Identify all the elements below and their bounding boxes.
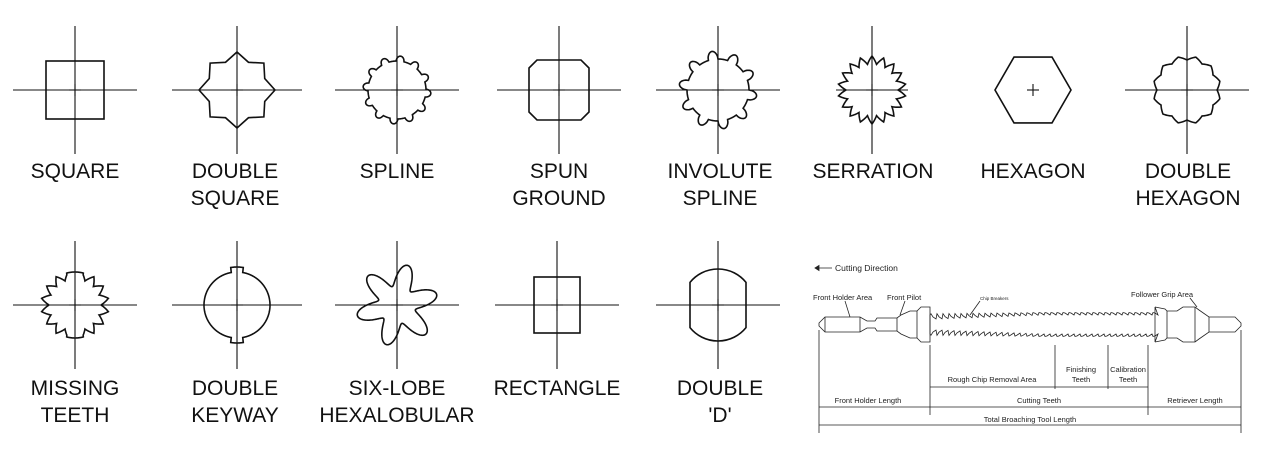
label-involute-spline: INVOLUTE SPLINE <box>667 160 773 210</box>
involute-spline-outline <box>678 50 758 130</box>
label-six-lobe: SIX-LOBE HEXALOBULAR <box>319 377 475 427</box>
label-spline: SPLINE <box>359 160 435 183</box>
label-double-hexagon: DOUBLE HEXAGON <box>1135 160 1241 210</box>
total-length-label: Total Broaching Tool Length <box>984 415 1076 424</box>
double-hexagon-outline <box>1153 56 1221 124</box>
label-spun-ground: SPUN GROUND <box>512 160 606 210</box>
chip-breakers-label: Chip Breakers <box>980 296 1009 301</box>
label-square: SQUARE <box>30 160 120 183</box>
retriever-length-label: Retriever Length <box>1167 396 1222 405</box>
label-missing-teeth: MISSING TEETH <box>30 377 120 427</box>
rectangle-outline <box>533 276 581 334</box>
missing-teeth-outline <box>40 271 110 339</box>
square-outline <box>45 60 105 120</box>
label-double-d: DOUBLE 'D' <box>676 377 764 427</box>
hexagon-outline <box>994 56 1072 124</box>
cutting-direction-label: Cutting Direction <box>835 263 898 273</box>
six-lobe-outline <box>356 264 438 346</box>
front-holder <box>818 306 931 343</box>
calibration-teeth-label-1: Calibration <box>1110 365 1146 374</box>
double-keyway-outline <box>203 266 271 344</box>
cutting-teeth-label: Cutting Teeth <box>1017 396 1061 405</box>
broaching-tool-diagram: Cutting Direction Front Holder Area Fron… <box>813 263 1242 433</box>
finishing-teeth-label-2: Teeth <box>1072 375 1090 384</box>
double-square-outline <box>197 50 277 130</box>
label-double-square: DOUBLE SQUARE <box>190 160 280 210</box>
front-pilot-label: Front Pilot <box>887 293 922 302</box>
label-serration: SERRATION <box>812 160 934 183</box>
cutting-teeth <box>929 306 1159 343</box>
follower-grip-area-label: Follower Grip Area <box>1131 290 1194 299</box>
rough-chip-removal-label: Rough Chip Removal Area <box>948 375 1038 384</box>
retriever-end <box>1154 306 1242 343</box>
double-d-outline <box>689 268 747 342</box>
calibration-teeth-label-2: Teeth <box>1119 375 1137 384</box>
label-hexagon: HEXAGON <box>980 160 1086 183</box>
front-holder-area-label: Front Holder Area <box>813 293 873 302</box>
serration-outline <box>837 54 907 126</box>
front-holder-length-label: Front Holder Length <box>835 396 902 405</box>
spline-outline <box>362 55 432 125</box>
label-double-keyway: DOUBLE KEYWAY <box>191 377 279 427</box>
finishing-teeth-label-1: Finishing <box>1066 365 1096 374</box>
spun-ground-outline <box>528 59 590 121</box>
label-rectangle: RECTANGLE <box>493 377 621 400</box>
